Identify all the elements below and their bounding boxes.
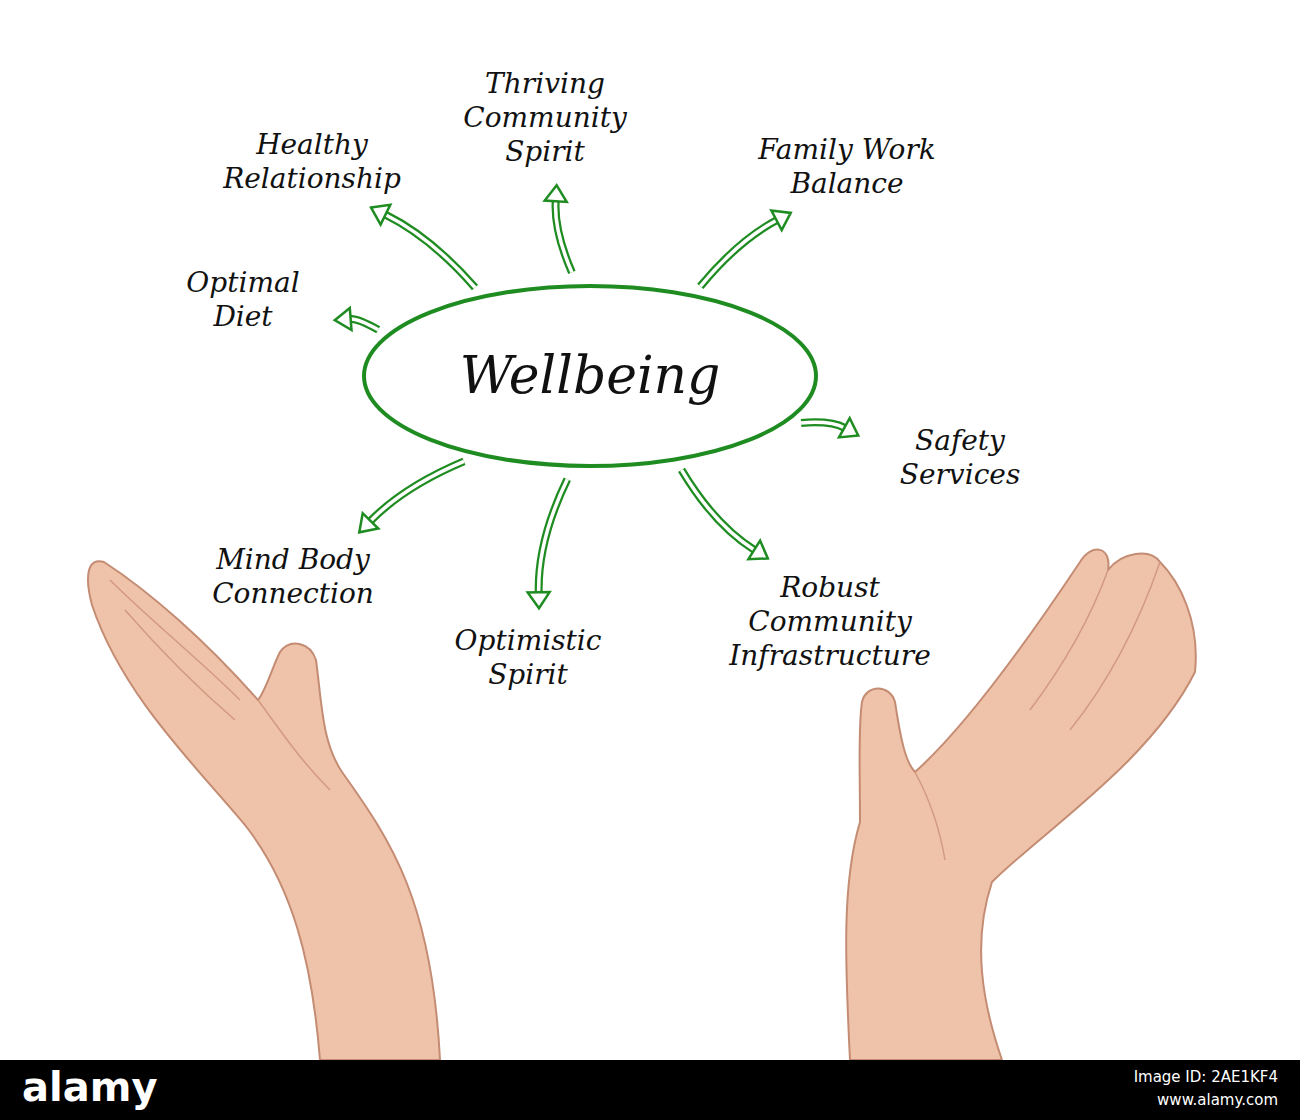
text-node: Thriving Community Spirit — [425, 63, 665, 173]
double-arrow — [700, 211, 790, 287]
text-node: Optimal Diet — [163, 262, 323, 338]
ellipse-node: Wellbeing — [360, 282, 820, 470]
watermark-logo: alamy — [22, 1064, 157, 1110]
left-hand — [88, 561, 440, 1060]
arrow-shaft-inner — [556, 201, 572, 272]
arrow-shaft-inner — [801, 422, 844, 427]
text-node: Mind Body Connection — [173, 539, 413, 615]
text-node: Healthy Relationship — [197, 124, 427, 200]
arrow-head — [748, 541, 767, 560]
text-node: Safety Services — [870, 420, 1050, 496]
double-arrow — [801, 418, 858, 437]
double-arrow — [545, 185, 572, 272]
watermark-band — [0, 1060, 1300, 1120]
node-label: Family Work Balance — [723, 133, 971, 201]
node-label: Mind Body Connection — [179, 543, 407, 611]
text-node: Robust Community Infrastructure — [710, 567, 950, 677]
node-label: Optimal Diet — [169, 266, 317, 334]
double-arrow — [528, 479, 568, 608]
text-node: Optimistic Spirit — [428, 620, 628, 696]
node-label: Healthy Relationship — [203, 128, 421, 196]
arrow-shaft-outer — [801, 422, 844, 427]
arrow-head — [528, 592, 550, 608]
arrow-shaft-outer — [556, 201, 572, 272]
node-label: Thriving Community Spirit — [431, 67, 659, 169]
arrow-shaft-inner — [539, 479, 568, 592]
arrow-head — [371, 205, 390, 225]
arrow-shaft-outer — [371, 461, 464, 521]
node-label: Safety Services — [876, 424, 1044, 492]
arrow-shaft-outer — [700, 220, 776, 286]
watermark-text: Image ID: 2AE1KF4 — [1134, 1068, 1278, 1086]
ellipse-stroke — [364, 286, 816, 466]
arrow-head — [839, 418, 858, 437]
arrow-head — [545, 185, 567, 202]
watermark-text: www.alamy.com — [1157, 1091, 1278, 1109]
arrow-head — [771, 211, 790, 231]
arrow-shaft-inner — [682, 470, 755, 550]
double-arrow — [335, 308, 379, 330]
arrow-shaft-inner — [386, 215, 476, 288]
center-title: Wellbeing — [460, 344, 721, 407]
node-label: Optimistic Spirit — [434, 624, 622, 692]
arrow-head — [359, 513, 378, 532]
arrow-shaft-outer — [351, 319, 379, 330]
double-arrow — [371, 205, 475, 288]
arrow-shaft-outer — [386, 215, 476, 288]
node-label: Robust Community Infrastructure — [716, 571, 944, 673]
arrow-shaft-outer — [539, 479, 568, 592]
arrow-shaft-outer — [682, 470, 755, 550]
arrow-shaft-inner — [351, 319, 379, 330]
double-arrow — [682, 470, 768, 559]
arrow-head — [335, 308, 352, 330]
arrow-shaft-inner — [700, 220, 776, 286]
arrow-shaft-inner — [371, 461, 464, 521]
double-arrow — [359, 461, 464, 532]
text-node: Family Work Balance — [717, 129, 977, 205]
